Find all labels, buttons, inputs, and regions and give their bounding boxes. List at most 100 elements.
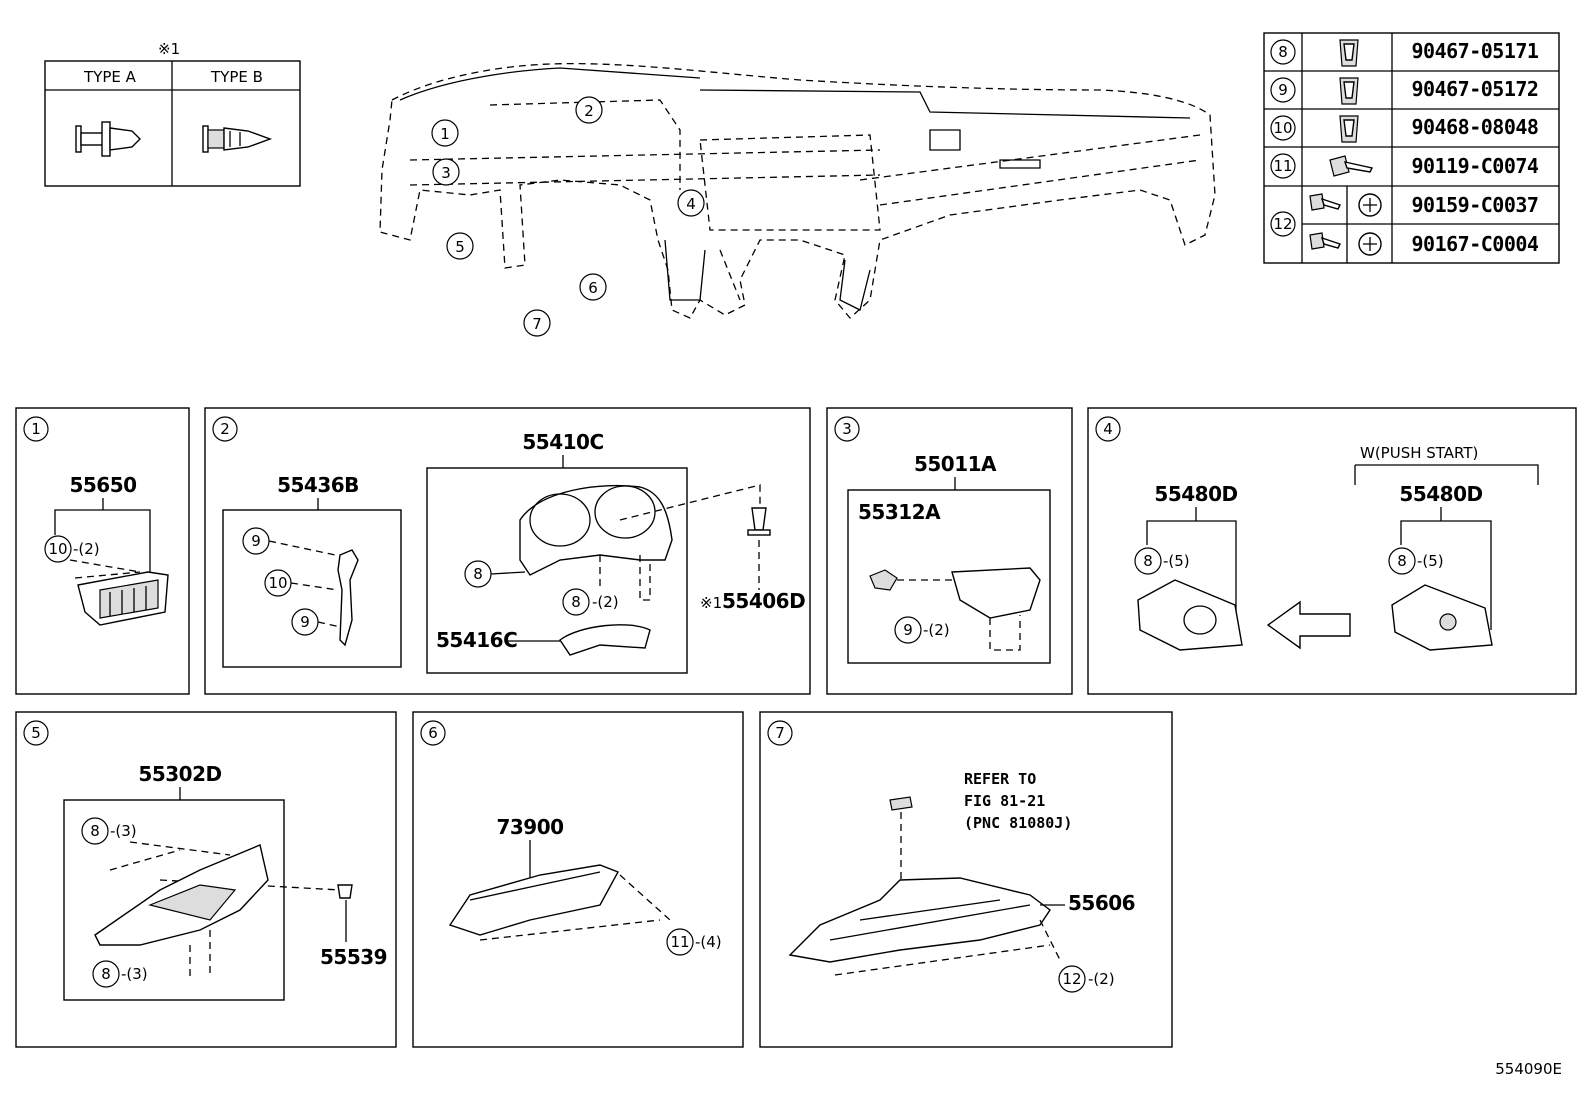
fastener-8-callout-right: 8 — [1397, 552, 1407, 570]
switch-55312A — [869, 569, 898, 591]
fastener-table: 8 9 10 11 12 90467-05171 90467-05172 904… — [1263, 32, 1560, 264]
part-number-90468-08048: 90468-08048 — [1412, 115, 1539, 139]
knee-panel-55480D-left — [1137, 579, 1243, 651]
fastener-ref-12: 12 — [1273, 215, 1292, 233]
part-55436B: 55436B — [277, 473, 359, 497]
fastener-ref-10: 10 — [1273, 119, 1292, 137]
fastener-10-callout: 10 — [48, 540, 67, 558]
part-number-90467-05171: 90467-05171 — [1412, 39, 1539, 63]
callout-5: 5 — [455, 238, 465, 256]
callout-2: 2 — [584, 102, 594, 120]
type-a-clip-icon — [75, 121, 141, 157]
figure-id: 554090E — [1495, 1060, 1562, 1078]
cover-55416C — [559, 624, 651, 656]
part-55416C: 55416C — [436, 628, 517, 652]
callout-6: 6 — [588, 279, 598, 297]
part-number-90167-C0004: 90167-C0004 — [1412, 232, 1539, 256]
clip-type-table: ※1 TYPE A TYPE B — [44, 40, 301, 187]
panel-6: 6 73900 11 -(4) — [412, 711, 744, 1048]
fastener-8-callout-a: 8 — [473, 565, 483, 583]
part-55011A: 55011A — [914, 452, 997, 476]
part-number-90119-C0074: 90119-C0074 — [1412, 154, 1539, 178]
part-55539: 55539 — [320, 945, 387, 969]
fastener-11-qty: -(4) — [695, 933, 722, 951]
lower-panel-55302D — [94, 844, 269, 946]
panel-2-number: 2 — [220, 420, 230, 438]
lower-panel-55011A — [951, 567, 1041, 619]
fastener-8-qty: -(2) — [592, 593, 619, 611]
part-55302D: 55302D — [138, 762, 221, 786]
fastener-ref-9: 9 — [1278, 81, 1288, 99]
part-55406D: 55406D — [722, 589, 805, 613]
part-73900: 73900 — [496, 815, 563, 839]
part-55606: 55606 — [1068, 891, 1135, 915]
screw-12b-head-icon — [1358, 232, 1382, 256]
fastener-8-callout-p5b: 8 — [101, 965, 111, 983]
panel-4: 4 W(PUSH START) 55480D 8 -(5) 55480D 8 -… — [1087, 407, 1577, 695]
part-55480D-left: 55480D — [1154, 482, 1237, 506]
fastener-9-callout-b: 9 — [300, 613, 310, 631]
bracket-55436B — [337, 549, 359, 647]
refer-line-2: FIG 81-21 — [964, 792, 1045, 810]
direction-arrow-icon — [1266, 600, 1351, 650]
part-55650: 55650 — [69, 473, 136, 497]
refer-line-3: (PNC 81080J) — [964, 814, 1072, 832]
fastener-8-callout-p5a: 8 — [90, 822, 100, 840]
part-55480D-right: 55480D — [1399, 482, 1482, 506]
callout-4: 4 — [686, 195, 696, 213]
panel-5: 5 55302D 8 -(3) 8 -(3) 55539 — [15, 711, 397, 1048]
part-55312A: 55312A — [858, 500, 941, 524]
fastener-9-callout-a: 9 — [251, 532, 261, 550]
screw-12a-icon — [1309, 193, 1341, 211]
dashboard-overview: 1 2 3 4 5 6 7 — [379, 62, 1216, 337]
panel-1: 1 55650 10 -(2) — [15, 407, 190, 695]
type-b-clip-icon — [202, 125, 273, 153]
type-a-label: TYPE A — [83, 68, 137, 86]
fastener-8-qty-p5a: -(3) — [110, 822, 137, 840]
panel-7-number: 7 — [775, 724, 785, 742]
screw-11-icon — [1329, 155, 1374, 177]
fastener-9-callout-c: 9 — [903, 621, 913, 639]
overview-callouts: 1 2 3 4 5 6 7 — [431, 96, 705, 337]
panel-5-number: 5 — [31, 724, 41, 742]
fastener-12-callout: 12 — [1062, 970, 1081, 988]
clip-55406D-icon — [747, 507, 771, 536]
panel-7: 7 REFER TO FIG 81-21 (PNC 81080J) 55606 … — [759, 711, 1173, 1048]
type-b-label: TYPE B — [210, 68, 263, 86]
under-cover-55606 — [788, 877, 1051, 963]
note-mark-55406D: ※1 — [700, 594, 722, 612]
fastener-8-qty-left: -(5) — [1163, 552, 1190, 570]
callout-1: 1 — [440, 125, 450, 143]
cluster-finish-panel-55410C — [519, 484, 673, 576]
panel-2: 2 55436B 9 10 9 55410C 8 8 -(2) ※1 55406 — [204, 407, 811, 695]
screw-12b-icon — [1309, 232, 1341, 250]
clip-8-icon — [1339, 39, 1359, 67]
clip-55539-icon — [337, 884, 353, 899]
refer-line-1: REFER TO — [964, 770, 1036, 788]
clip-10-icon — [1339, 115, 1359, 143]
part-55410C: 55410C — [522, 430, 603, 454]
callout-3: 3 — [441, 164, 451, 182]
fastener-11-callout: 11 — [670, 933, 689, 951]
fastener-8-qty-p5b: -(3) — [121, 965, 148, 983]
fastener-8-callout-left: 8 — [1143, 552, 1153, 570]
part-number-90467-05172: 90467-05172 — [1412, 77, 1539, 101]
push-start-condition: W(PUSH START) — [1360, 444, 1478, 462]
clip-9-icon — [1339, 77, 1359, 105]
fastener-10-callout-b: 10 — [268, 574, 287, 592]
part-number-90159-C0037: 90159-C0037 — [1412, 193, 1539, 217]
connector-icon — [889, 796, 913, 811]
under-cover-73900 — [448, 864, 619, 936]
panel-3-number: 3 — [842, 420, 852, 438]
fastener-ref-8: 8 — [1278, 43, 1288, 61]
fastener-9-qty: -(2) — [923, 621, 950, 639]
fastener-ref-11: 11 — [1273, 157, 1292, 175]
air-vent-55650 — [77, 571, 169, 626]
fastener-8-qty-right: -(5) — [1417, 552, 1444, 570]
knee-panel-55480D-right — [1391, 584, 1493, 651]
fastener-8-callout-b: 8 — [571, 593, 581, 611]
screw-12a-head-icon — [1358, 193, 1382, 217]
panel-3: 3 55011A 55312A 9 -(2) — [826, 407, 1073, 695]
panel-1-number: 1 — [31, 420, 41, 438]
